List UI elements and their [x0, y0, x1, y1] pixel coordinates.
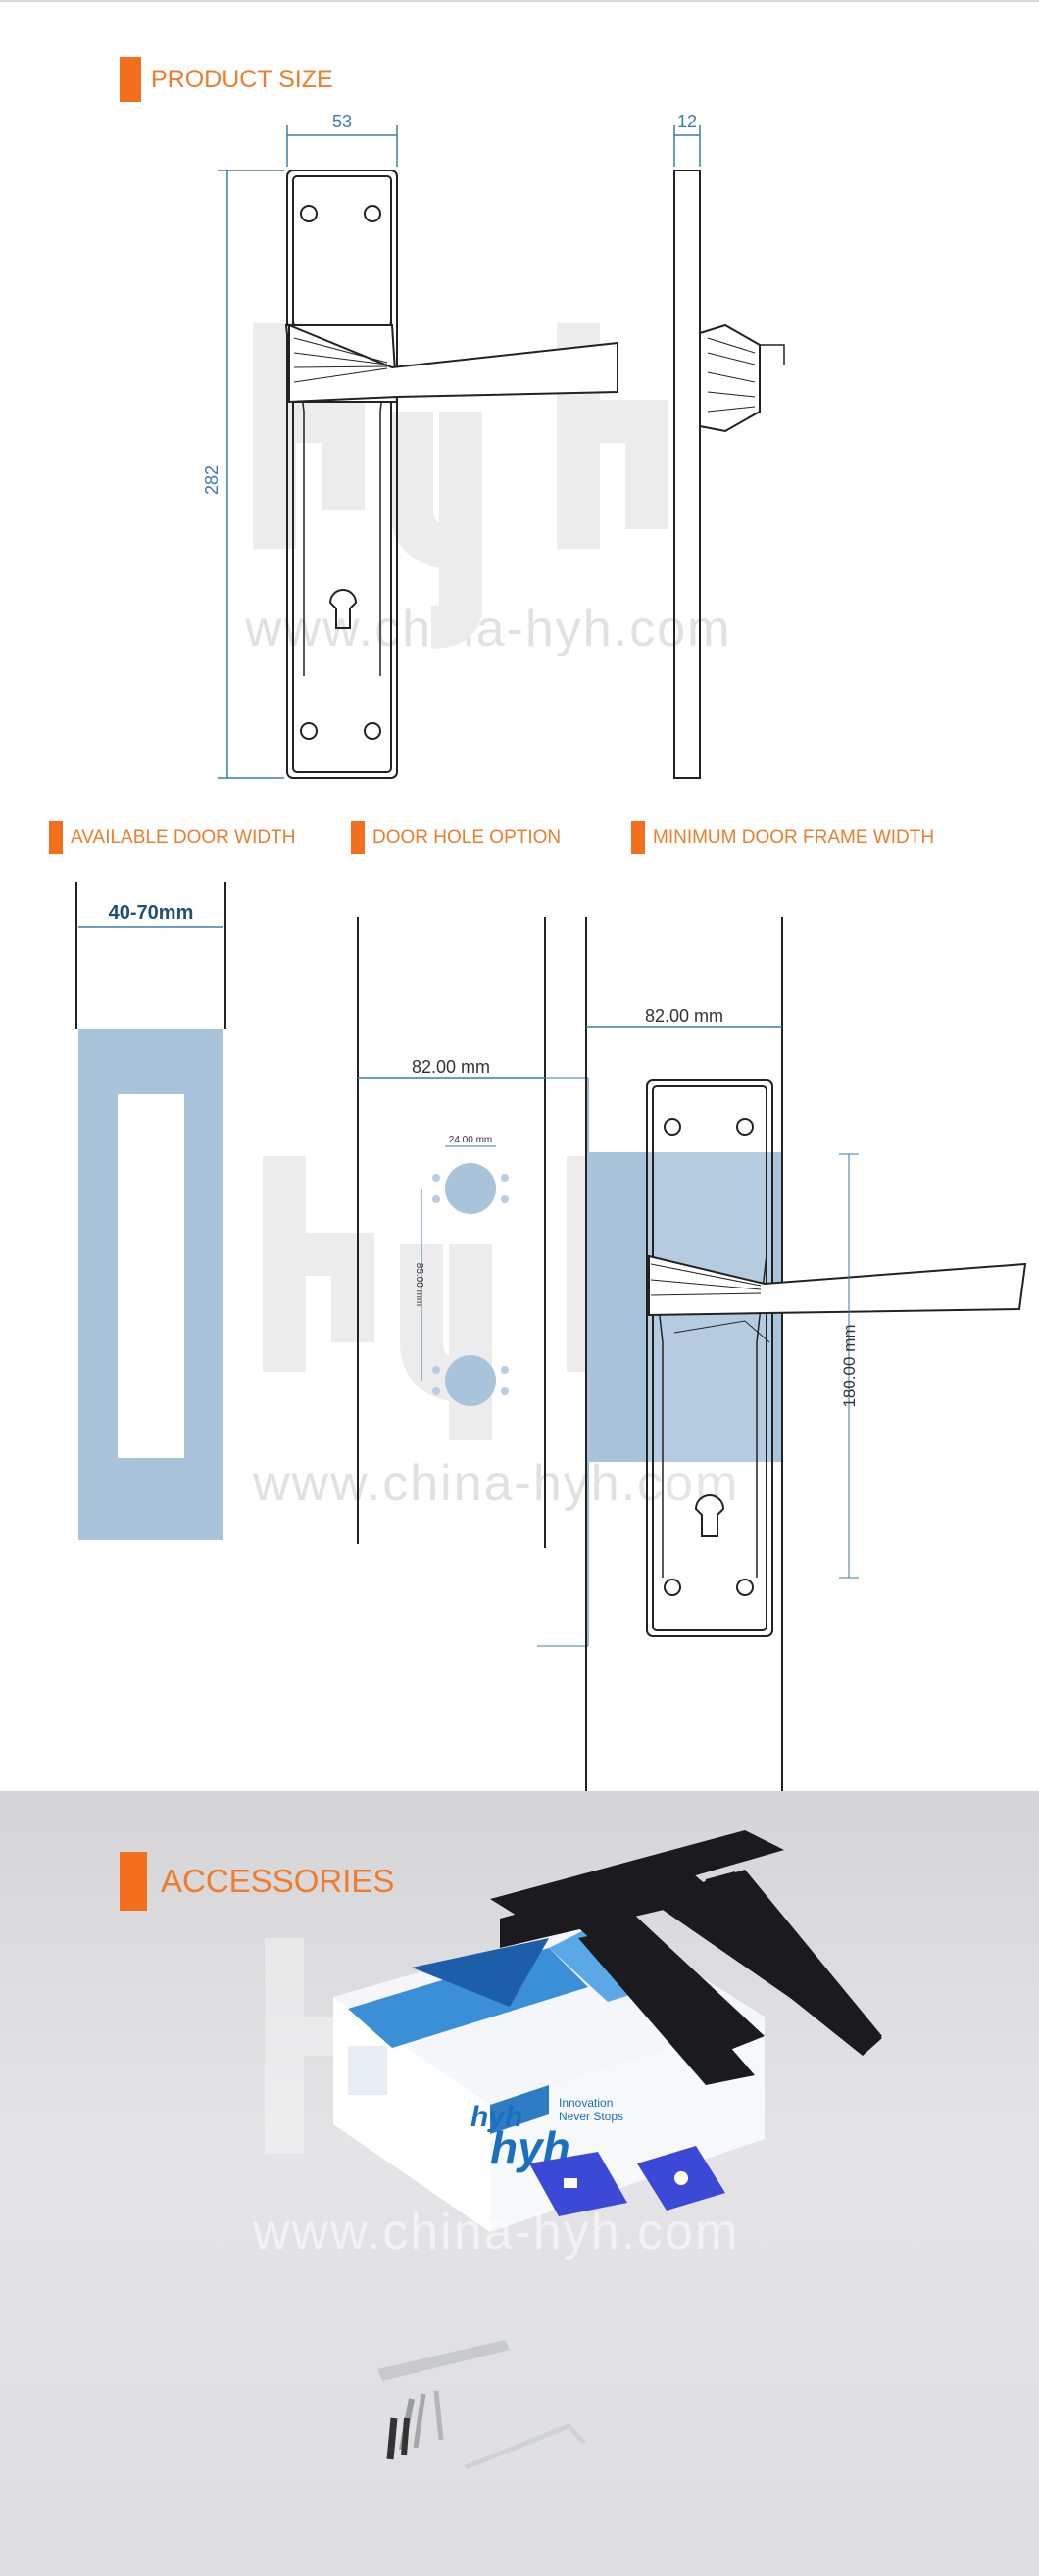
dim-plate-width: 53 — [332, 112, 352, 131]
door-hole-diagram — [357, 917, 589, 1647]
available-door-width-heading: AVAILABLE DOOR WIDTH — [49, 821, 295, 854]
watermark-url-middle: www.china-hyh.com — [253, 1455, 740, 1512]
watermark-url-top: www.china-hyh.com — [245, 601, 732, 657]
accessories-photo: hyh hyh Innovation Never Stops — [0, 1791, 1039, 2576]
black-handles — [490, 1830, 882, 2085]
box-tagline-1: Innovation — [559, 2096, 613, 2110]
accessories-title: ACCESSORIES — [161, 1863, 395, 1899]
heading-accent-bar — [49, 821, 63, 854]
minimum-door-frame-width-heading: MINIMUM DOOR FRAME WIDTH — [631, 821, 934, 854]
install-templates — [529, 2146, 725, 2216]
lever-front — [284, 323, 618, 404]
dim-frame-offset: 82.00 mm — [645, 1006, 723, 1026]
dim-hole-diameter: 24.00 mm — [449, 1135, 492, 1145]
side-view — [673, 170, 785, 779]
dim-hole-spacing: 85.00 mm — [414, 1263, 424, 1306]
door-hole-option-title: DOOR HOLE OPTION — [372, 827, 562, 848]
dim-plate-height: 282 — [202, 465, 222, 495]
product-size-title: PRODUCT SIZE — [151, 65, 333, 93]
door-hole-option-heading: DOOR HOLE OPTION — [351, 821, 561, 854]
product-size-drawing: 53 12 282 — [202, 112, 785, 779]
hardware-parts — [377, 2340, 586, 2470]
watermark-logo-top — [253, 323, 668, 649]
dim-hole-offset: 82.00 mm — [412, 1057, 490, 1077]
dim-door-width: 40-70mm — [109, 902, 194, 924]
heading-accent-bar — [351, 821, 365, 854]
top-divider — [0, 0, 1039, 2]
box-brand-logo: hyh — [470, 2101, 522, 2133]
heading-accent-bar — [120, 57, 141, 102]
front-plate — [286, 170, 398, 779]
door-frame-diagram — [585, 917, 1027, 1791]
heading-accent-bar — [631, 821, 645, 854]
accessories-heading: ACCESSORIES — [120, 1852, 394, 1911]
door-width-diagram — [75, 882, 226, 1540]
dim-thickness: 12 — [677, 112, 697, 131]
heading-accent-bar — [120, 1852, 147, 1911]
accessories-illustration: hyh hyh Innovation Never Stops — [265, 1830, 882, 2470]
minimum-door-frame-width-title: MINIMUM DOOR FRAME WIDTH — [653, 827, 935, 848]
dim-lever-height: 180.00 mm — [840, 1324, 859, 1407]
installation-drawings: 40-70mm 82.00 mm 24.00 mm 85.00 mm — [75, 882, 1027, 1791]
available-door-width-title: AVAILABLE DOOR WIDTH — [71, 827, 296, 848]
box-tagline-2: Never Stops — [559, 2110, 623, 2123]
watermark-url-bottom: www.china-hyh.com — [253, 2204, 740, 2260]
product-size-heading: PRODUCT SIZE — [120, 57, 333, 102]
